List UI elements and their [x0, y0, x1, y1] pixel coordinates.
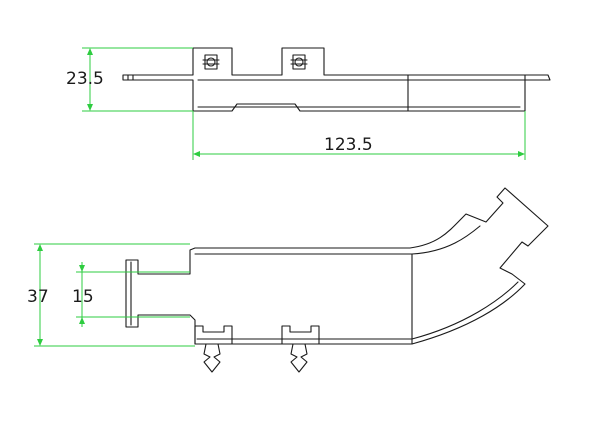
side-view-curve-bottom-inner	[411, 281, 519, 340]
top-view-left-tab-detail	[127, 74, 134, 81]
clip-hole-right-icon	[290, 54, 308, 70]
dimension-bottom-height-label: 37	[27, 287, 49, 307]
side-view-outline	[125, 187, 549, 345]
dimension-top-length-label: 123.5	[324, 135, 373, 155]
side-view: 37 15	[27, 187, 549, 373]
top-view: 23.5 123.5	[66, 47, 551, 160]
dimension-inner-height: 15	[72, 262, 190, 327]
dimension-bottom-height: 37	[27, 243, 195, 347]
clip-mount-left	[194, 325, 233, 373]
dimension-inner-height-label: 15	[72, 287, 94, 307]
top-view-right-tab	[524, 74, 551, 81]
side-view-curve-inner	[411, 225, 481, 255]
dimension-top-height: 23.5	[66, 47, 193, 112]
dimension-top-height-label: 23.5	[66, 69, 104, 89]
clip-hole-left-icon	[202, 54, 220, 70]
dimension-top-length: 123.5	[192, 111, 526, 160]
clip-mount-right	[281, 325, 320, 373]
